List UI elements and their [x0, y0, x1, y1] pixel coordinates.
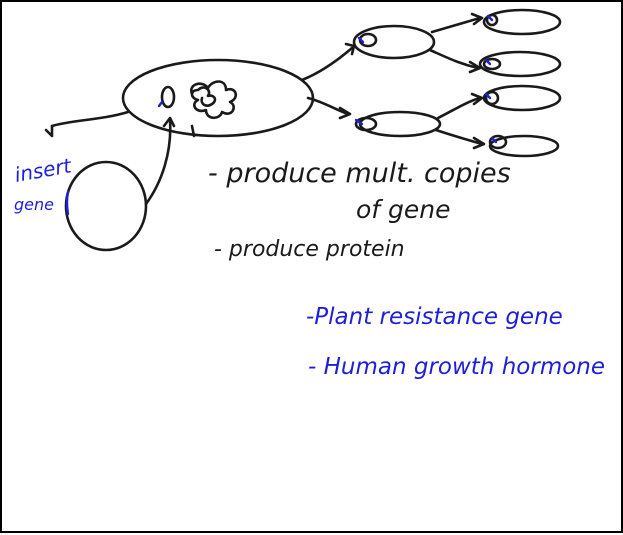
- point2: - produce protein: [214, 237, 405, 262]
- example2: - Human growth hormone: [308, 354, 605, 380]
- arrow-lower: [306, 96, 350, 116]
- arrow-plasmid-to-cell: [144, 118, 172, 206]
- plasmid-circle: [64, 160, 148, 252]
- arrow-gen2-b: [428, 48, 480, 70]
- insert-label-line2: gene: [14, 195, 54, 214]
- bacterium-cell: [121, 58, 315, 138]
- tick-mark: [190, 124, 196, 138]
- arrow-gen2-a: [430, 16, 482, 34]
- chromosome-scribble: [190, 80, 238, 120]
- inserted-gene-mark: [157, 100, 164, 108]
- insert-label-line1: insert: [13, 153, 74, 187]
- plasmid-in-cell: [160, 85, 176, 109]
- daughter-cell-lower: [354, 110, 442, 138]
- point1-line1: - produce mult. copies: [208, 158, 511, 189]
- granddaughter-cell-4: [488, 134, 560, 158]
- daughter-cell-upper: [352, 24, 436, 60]
- arrow-upper: [300, 46, 354, 82]
- arrow-gen2-d: [434, 128, 484, 146]
- granddaughter-cell-3: [482, 84, 562, 112]
- granddaughter-cell-1: [482, 8, 562, 36]
- granddaughter-cell-2: [478, 50, 562, 78]
- arrow-to-insert: [50, 110, 130, 128]
- arrow-gen2-c: [436, 96, 482, 120]
- example1: -Plant resistance gene: [306, 304, 563, 330]
- gene-segment: [65, 190, 70, 216]
- point1-line2: of gene: [356, 195, 451, 224]
